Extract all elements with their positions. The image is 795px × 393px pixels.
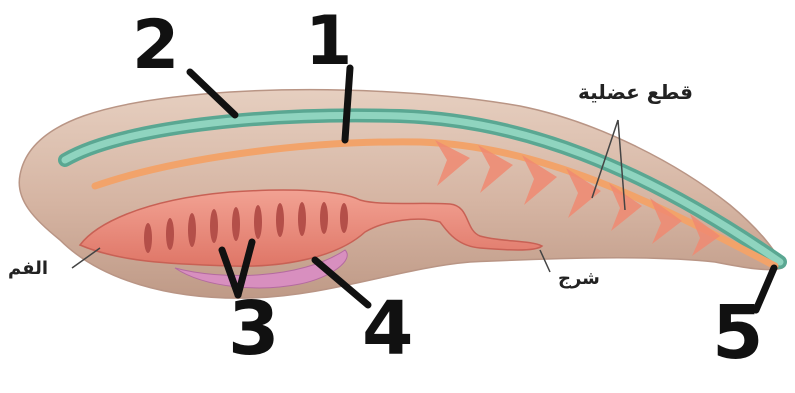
- gill-slit: [144, 223, 152, 253]
- label-number-2: 2: [132, 12, 179, 80]
- gill-slit: [320, 202, 328, 234]
- label-muscle-segments: قطع عضلية: [578, 80, 693, 104]
- label-number-1: 1: [305, 8, 352, 76]
- label-number-5: 5: [712, 296, 764, 370]
- gill-slit: [232, 207, 240, 241]
- gill-slit: [340, 203, 348, 233]
- gill-slit: [298, 202, 306, 236]
- gill-slit: [276, 203, 284, 237]
- label-number-4: 4: [362, 292, 414, 366]
- gill-slit: [254, 205, 262, 239]
- gill-slit: [166, 218, 174, 250]
- label-anus: شرج: [558, 268, 600, 289]
- gill-slit: [188, 213, 196, 247]
- label-number-3: 3: [228, 292, 280, 366]
- gill-slit: [210, 209, 218, 243]
- label-mouth: الفم: [8, 258, 48, 279]
